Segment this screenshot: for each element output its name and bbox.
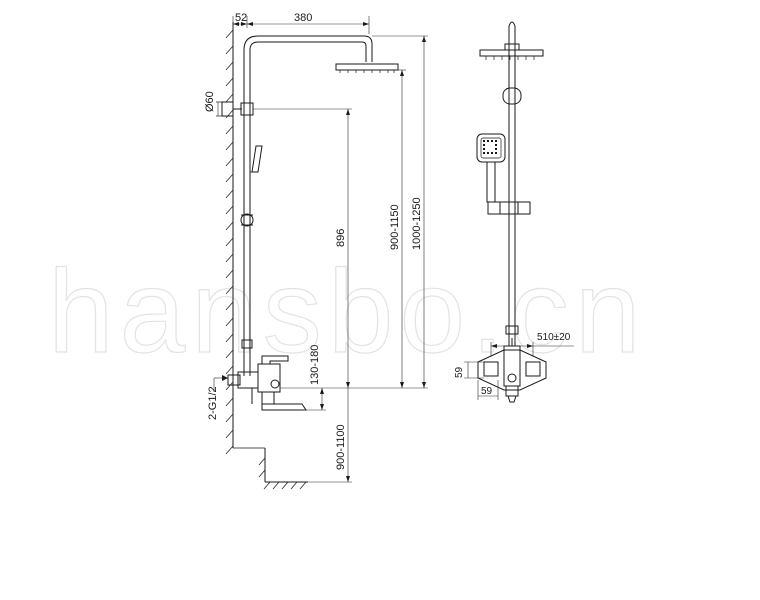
watermark-text: hansbo.cn <box>48 246 647 378</box>
front-dimension-lines <box>464 342 574 400</box>
side-view: 52 380 Ø60 896 900-1150 1000-1250 130-18… <box>204 12 428 490</box>
wall-bracket <box>216 101 254 117</box>
dimension-lines <box>232 16 428 483</box>
front-view: 510±20 59 59 <box>454 21 574 403</box>
dim-valve-height-label: 59 <box>454 366 465 378</box>
dim-outlet-to-floor-label: 900-1100 <box>335 424 347 470</box>
dim-inlet-thread-label: 2-G1/2 <box>207 386 219 420</box>
dim-bracket-diameter-label: Ø60 <box>204 91 216 112</box>
hand-shower-side <box>250 145 263 173</box>
front-rain-head <box>479 43 544 60</box>
wall <box>225 22 234 455</box>
rain-shower-head <box>335 63 399 73</box>
riser-joint <box>241 339 253 349</box>
front-wall-bracket <box>502 87 522 105</box>
dim-arm-length-label: 380 <box>294 12 312 24</box>
front-riser-joint <box>505 325 519 335</box>
riser-pipe <box>243 50 251 376</box>
front-slide-holder <box>487 201 531 215</box>
inlet-marker <box>213 375 228 392</box>
dim-wall-offset-label: 52 <box>235 12 247 24</box>
slide-holder-side <box>240 213 254 227</box>
dim-bracket-to-outlet-label: 896 <box>335 229 347 247</box>
overhead-arm <box>243 35 373 62</box>
front-riser <box>508 21 516 346</box>
front-hand-shower <box>476 133 506 203</box>
dim-outlet-to-spout-label: 130-180 <box>309 345 321 385</box>
floor <box>233 447 308 490</box>
dim-outlet-to-head-label: 900-1150 <box>389 204 401 250</box>
front-mixer-valve <box>477 338 547 403</box>
dim-outlet-to-top-label: 1000-1250 <box>411 197 423 250</box>
dim-valve-width-label: 59 <box>481 386 493 397</box>
dim-inlet-spacing-label: 510±20 <box>537 332 571 343</box>
